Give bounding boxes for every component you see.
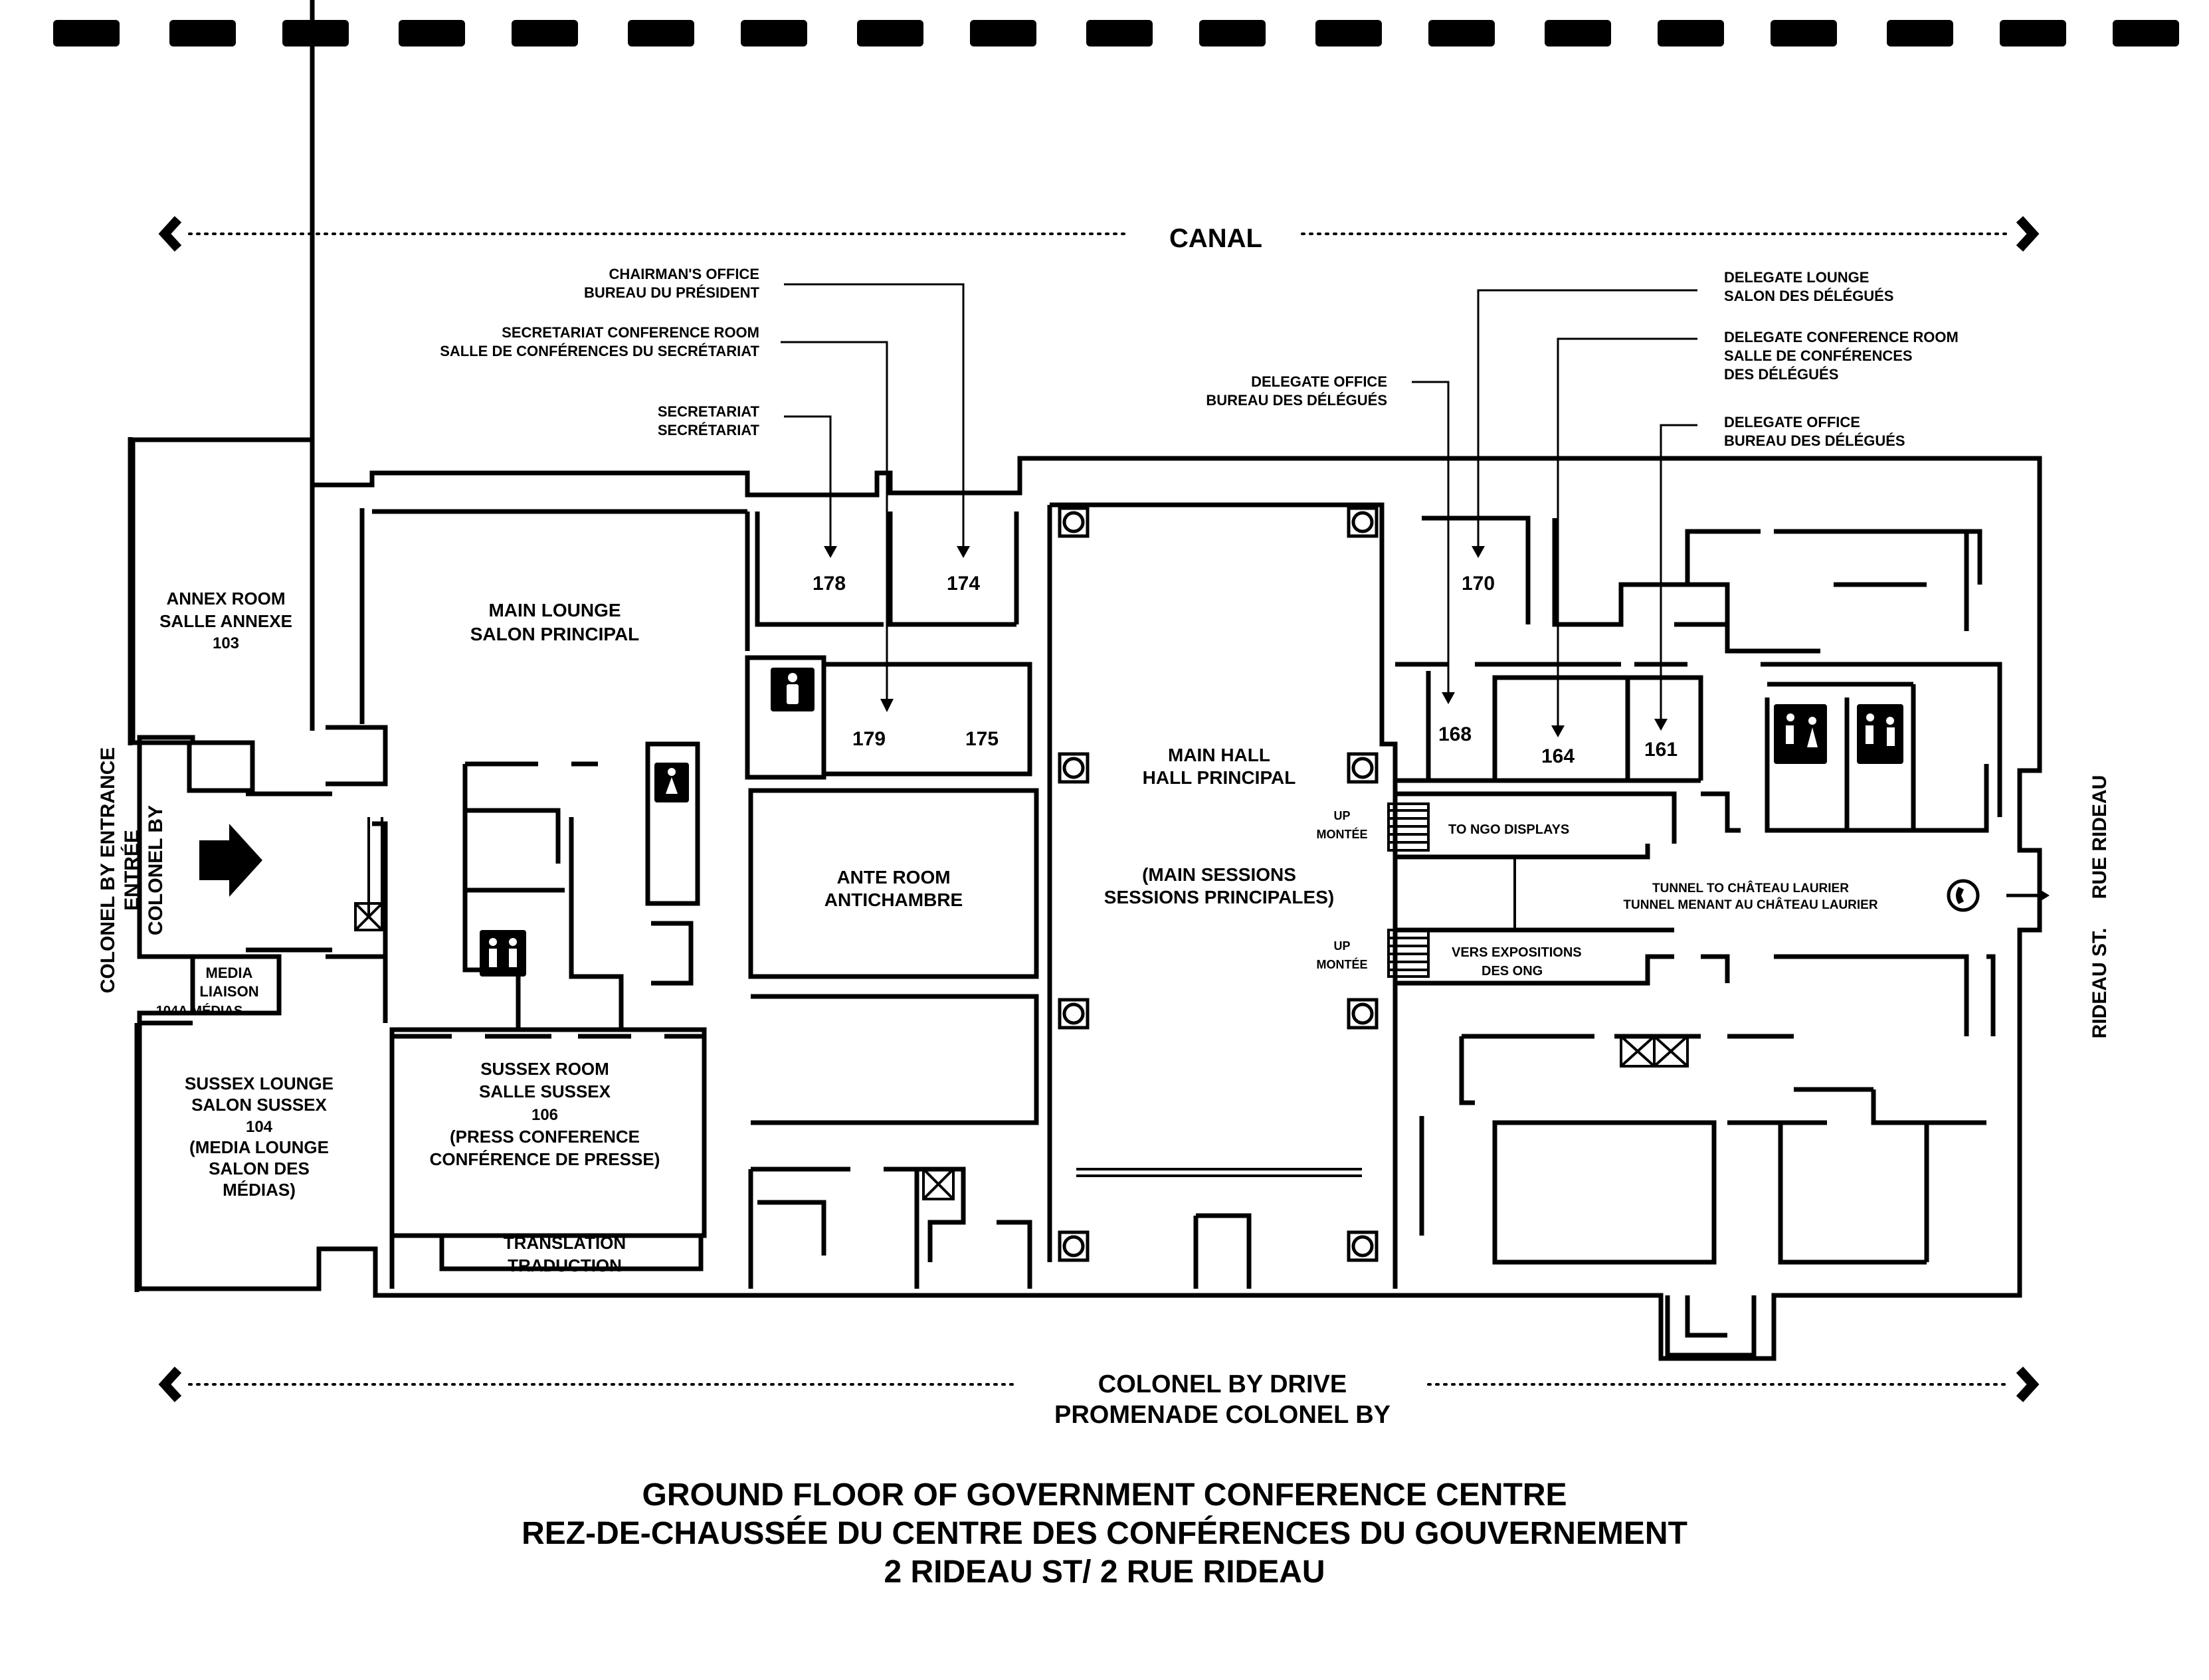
delegate-conference-label: DELEGATE CONFERENCE ROOM [1724, 329, 1959, 345]
delegate-office-left-label: DELEGATE OFFICE [1251, 373, 1387, 390]
secretariat-label: SECRETARIAT [658, 403, 760, 420]
main-hall-label: MAIN HALL [1168, 745, 1270, 765]
room-168: 168 [1438, 723, 1472, 745]
columns [1058, 506, 1379, 1262]
elevator-icon [354, 902, 1689, 1200]
map-title-line3: 2 RIDEAU ST/ 2 RUE RIDEAU [884, 1554, 1325, 1590]
tunnel-label: TUNNEL TO CHÂTEAU LAURIER [1652, 881, 1849, 895]
delegate-office-right-label: DELEGATE OFFICE [1724, 414, 1860, 430]
media-liaison-label: MEDIA [206, 965, 253, 981]
canal-label: CANAL [1169, 224, 1262, 253]
ngo-displays-fr-label: VERS EXPOSITIONS [1452, 945, 1582, 960]
west-entrance-label-3: COLONEL BY [145, 805, 167, 935]
room-170: 170 [1462, 573, 1495, 595]
map-title-line1: GROUND FLOOR OF GOVERNMENT CONFERENCE CE… [642, 1477, 1567, 1513]
sussex-room-fr-label: SALLE SUSSEX [479, 1081, 611, 1101]
chairman-office-label: CHAIRMAN'S OFFICE [609, 266, 759, 282]
main-sessions-label: (MAIN SESSIONS [1142, 864, 1296, 885]
perforation-edge [53, 20, 2179, 47]
accessible-restroom-icon [480, 704, 1903, 977]
sussex-lounge-label: SUSSEX LOUNGE [185, 1073, 334, 1093]
colonel-by-drive-line [158, 1366, 2040, 1402]
ante-room-label: ANTE ROOM [836, 867, 950, 887]
room-161: 161 [1644, 739, 1678, 761]
annex-room-fr-label: SALLE ANNEXE [159, 611, 292, 631]
secretariat-conference-label: SECRETARIAT CONFERENCE ROOM [502, 324, 759, 341]
media-liaison-number: 104A MÉDIAS [156, 1003, 242, 1018]
sussex-lounge-media-fr-label: SALON DES [209, 1159, 310, 1178]
room-164: 164 [1541, 745, 1575, 767]
sussex-room-label: SUSSEX ROOM [480, 1059, 609, 1079]
up-stairs-south-fr-label: MONTÉE [1316, 957, 1367, 971]
building-walls [128, 0, 2042, 1361]
west-entrance-label-1: COLONEL BY ENTRANCE [97, 747, 119, 994]
sussex-lounge-media-fr2-label: MÉDIAS) [223, 1180, 296, 1200]
secretariat-conference-fr-label: SALLE DE CONFÉRENCES DU SECRÉTARIAT [440, 343, 759, 359]
press-conference-fr-label: CONFÉRENCE DE PRESSE) [430, 1149, 660, 1169]
up-stairs-south-label: UP [1333, 939, 1350, 953]
map-title-line2: REZ-DE-CHAUSSÉE DU CENTRE DES CONFÉRENCE… [522, 1516, 1687, 1551]
tunnel-fr-label: TUNNEL MENANT AU CHÂTEAU LAURIER [1623, 897, 1877, 912]
media-liaison-2-label: LIAISON [199, 983, 258, 1000]
colonel-by-drive-label: COLONEL BY DRIVE [1098, 1370, 1347, 1398]
delegate-office-left-fr-label: BUREAU DES DÉLÉGUÉS [1206, 392, 1387, 409]
entrance-arrow-icon [199, 824, 262, 897]
ante-room-fr-label: ANTICHAMBRE [824, 889, 963, 910]
annex-room-label: ANNEX ROOM [166, 589, 285, 608]
translation-label: TRANSLATION [504, 1233, 626, 1253]
delegate-conference-fr1-label: SALLE DE CONFÉRENCES [1724, 347, 1913, 364]
main-lounge-fr-label: SALON PRINCIPAL [470, 624, 640, 644]
promenade-colonel-by-label: PROMENADE COLONEL BY [1054, 1401, 1391, 1429]
tunnel-arrow-icon [2006, 890, 2050, 901]
telephone-icon [1947, 879, 1980, 912]
sussex-lounge-media-label: (MEDIA LOUNGE [189, 1137, 329, 1157]
callout-leaders [781, 283, 1697, 737]
ngo-displays-fr2-label: DES ONG [1482, 964, 1543, 979]
canal-edge-line [158, 216, 2040, 252]
delegate-office-right-fr-label: BUREAU DES DÉLÉGUÉS [1724, 432, 1905, 449]
east-street-label-1: RUE RIDEAU [2089, 775, 2111, 899]
secretariat-fr-label: SECRÉTARIAT [658, 422, 760, 438]
up-stairs-north-fr-label: MONTÉE [1316, 827, 1367, 841]
room-175: 175 [965, 728, 999, 750]
stairs-icon [1387, 802, 1430, 978]
sussex-room-number: 106 [531, 1106, 558, 1124]
sussex-lounge-number: 104 [246, 1118, 273, 1136]
sussex-lounge-fr-label: SALON SUSSEX [191, 1095, 327, 1115]
ngo-displays-label: TO NGO DISPLAYS [1448, 822, 1569, 837]
room-179: 179 [852, 728, 886, 750]
main-sessions-fr-label: SESSIONS PRINCIPALES) [1104, 887, 1334, 907]
room-174: 174 [947, 573, 980, 595]
delegate-lounge-fr-label: SALON DES DÉLÉGUÉS [1724, 288, 1893, 304]
main-lounge-label: MAIN LOUNGE [488, 600, 621, 620]
restroom-men-icon [771, 668, 815, 711]
delegate-lounge-label: DELEGATE LOUNGE [1724, 269, 1869, 286]
main-hall-fr-label: HALL PRINCIPAL [1143, 767, 1296, 788]
delegate-conference-fr2-label: DES DÉLÉGUÉS [1724, 366, 1838, 383]
chairman-office-fr-label: BUREAU DU PRÉSIDENT [584, 284, 760, 301]
room-178: 178 [813, 573, 846, 595]
annex-room-number: 103 [213, 634, 239, 652]
up-stairs-north-label: UP [1333, 809, 1350, 822]
map-title: GROUND FLOOR OF GOVERNMENT CONFERENCE CE… [0, 1476, 2209, 1592]
press-conference-label: (PRESS CONFERENCE [450, 1127, 640, 1147]
east-street-label-2: RIDEAU ST. [2089, 928, 2111, 1039]
restroom-women-icon [654, 763, 689, 802]
translation-fr-label: TRADUCTION [508, 1256, 622, 1275]
